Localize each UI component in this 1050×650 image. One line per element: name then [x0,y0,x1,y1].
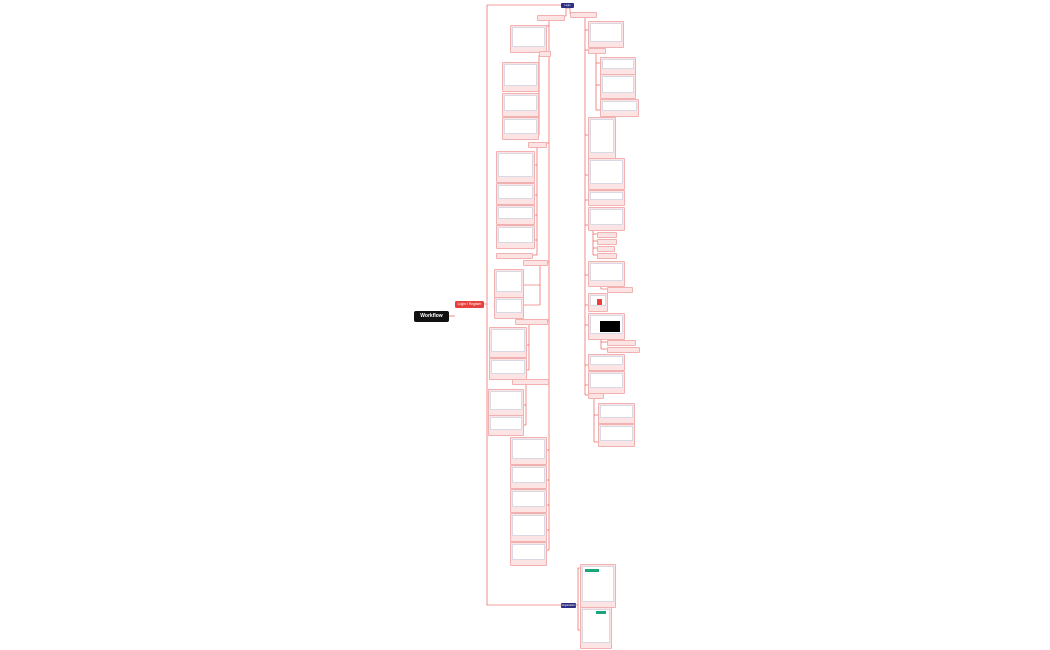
form-header [596,611,606,614]
node-tag[interactable] [570,12,597,19]
thumbnail [590,160,623,184]
card-screenshot[interactable] [588,371,625,394]
node-tag[interactable] [523,260,548,267]
thumbnail [512,467,545,483]
card-screenshot[interactable] [588,190,625,206]
card-screenshot[interactable] [598,403,635,424]
thumbnail [582,609,610,643]
thumbnail [590,209,623,225]
node-tag[interactable] [597,239,617,246]
card-screenshot[interactable] [598,424,635,447]
card-screenshot[interactable] [488,415,524,436]
card-screenshot[interactable] [588,261,625,287]
card-screenshot[interactable] [588,293,608,312]
card-screenshot[interactable] [494,297,524,319]
card-screenshot[interactable] [489,327,527,358]
thumbnail [582,566,614,602]
card-screenshot[interactable] [510,437,547,465]
thumbnail [498,227,533,243]
node-tag[interactable] [607,347,640,354]
node-tag[interactable] [537,15,565,22]
node-tag[interactable] [597,232,617,239]
thumbnail [496,299,522,313]
card-screenshot[interactable] [510,489,547,513]
node-tag[interactable] [515,319,548,326]
card-screenshot[interactable] [588,207,625,231]
node-tag[interactable] [539,51,551,58]
node-tag[interactable] [597,253,617,260]
thumbnail [490,417,522,430]
card-screenshot[interactable] [580,564,616,608]
card-screenshot[interactable] [496,151,535,183]
thumbnail [498,207,533,219]
node-tag[interactable] [512,379,549,386]
thumbnail [496,271,522,292]
card-screenshot[interactable] [588,354,625,371]
card-screenshot[interactable] [488,389,524,416]
thumbnail [590,263,623,281]
thumbnail [512,439,545,459]
thumbnail [590,192,623,200]
form-header [585,569,599,572]
card-screenshot[interactable] [510,542,547,566]
thumbnail [498,185,533,199]
card-screenshot[interactable] [588,313,625,340]
hub-node-login-register[interactable]: Login / Register [455,301,484,308]
card-screenshot[interactable] [502,93,539,117]
thumbnail [602,76,634,93]
card-screenshot[interactable] [580,607,612,649]
thumbnail [512,27,545,47]
card-screenshot[interactable] [496,205,535,225]
thumbnail [512,515,545,536]
node-tag[interactable] [607,340,636,347]
card-screenshot[interactable] [588,117,616,159]
card-screenshot[interactable] [502,117,539,140]
thumbnail [491,360,525,374]
node-login[interactable]: Login [561,3,574,8]
thumbnail [590,119,614,153]
node-registration[interactable]: Registration [561,603,576,608]
video-frame [600,321,620,332]
thumbnail [504,119,537,134]
node-tag[interactable] [496,253,533,260]
thumbnail [600,405,633,418]
card-screenshot[interactable] [588,158,625,190]
card-screenshot[interactable] [510,465,547,489]
thumbnail [590,295,606,306]
thumbnail [490,391,522,410]
thumbnail [600,426,633,441]
card-screenshot[interactable] [510,25,547,53]
thumbnail [590,23,622,42]
thumbnail [498,153,533,177]
node-tag[interactable] [588,48,606,55]
thumbnail [590,373,623,388]
card-screenshot[interactable] [600,99,639,117]
thumbnail [590,315,623,334]
thumbnail [504,64,537,86]
card-screenshot[interactable] [588,21,624,48]
card-screenshot[interactable] [600,57,636,75]
delete-icon [597,299,602,305]
card-screenshot[interactable] [502,62,539,92]
card-screenshot[interactable] [510,513,547,542]
card-screenshot[interactable] [489,358,527,380]
root-node-workflow[interactable]: Workflow [414,311,449,322]
node-tag[interactable] [597,246,615,253]
thumbnail [602,59,634,69]
thumbnail [602,101,637,111]
node-tag[interactable] [588,393,604,400]
card-screenshot[interactable] [496,183,535,205]
thumbnail [491,329,525,352]
thumbnail [512,491,545,507]
thumbnail [512,544,545,560]
card-screenshot[interactable] [496,225,535,249]
thumbnail [590,356,623,365]
thumbnail [504,95,537,111]
card-screenshot[interactable] [600,74,636,99]
node-tag[interactable] [528,142,547,149]
card-screenshot[interactable] [494,269,524,298]
node-tag[interactable] [607,287,633,294]
